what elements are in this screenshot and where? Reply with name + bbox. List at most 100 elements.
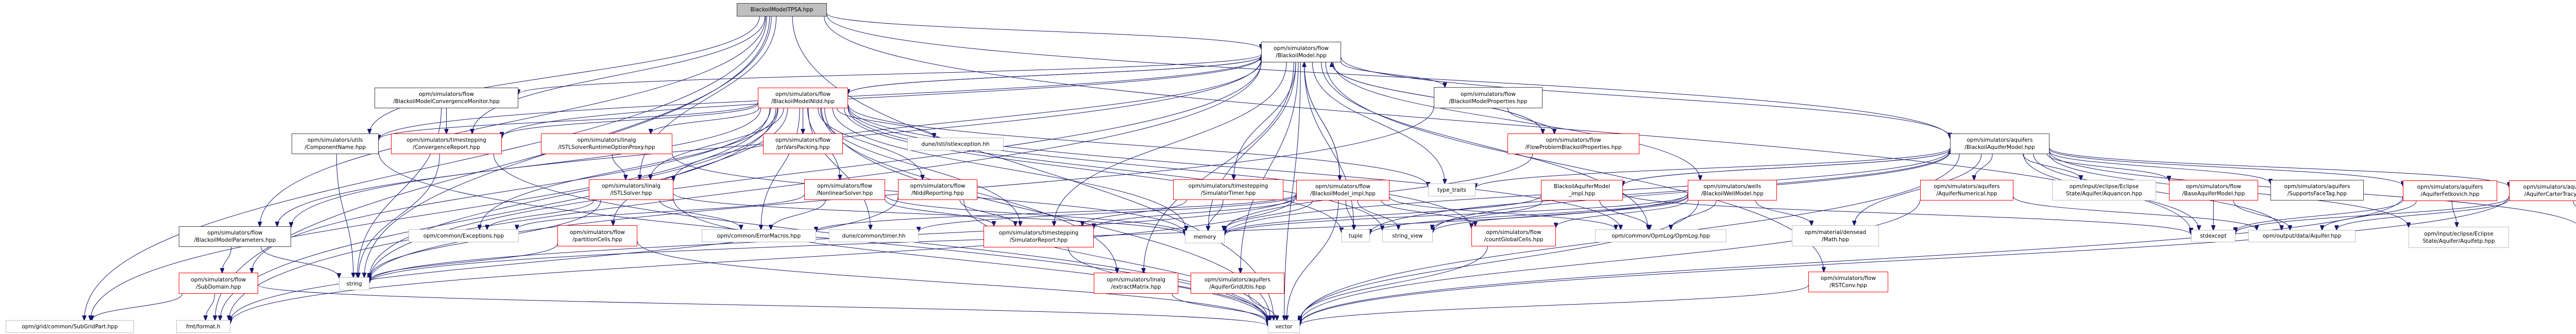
graph-node-simrep[interactable]: opm/simulators/timestepping /SimulatorRe… [984, 226, 1094, 247]
graph-node-label: opm/simulators/aquifers /AquiferNumerica… [1934, 183, 2000, 197]
graph-node-countcells[interactable]: opm/simulators/flow /countGlobalCells.hp… [1471, 226, 1556, 246]
graph-edge-bm-to-extract [1144, 62, 1294, 273]
graph-node-istlproxy[interactable]: opm/simulators/linalg /ISTLSolverRuntime… [541, 133, 672, 154]
graph-edge-nldd-to-nlddrep [818, 108, 923, 179]
graph-edge-bm-to-fmt [229, 62, 1262, 320]
graph-edge-wellmodel-to-stringview [1433, 196, 1688, 232]
graph-edge-nldd-to-bmparams [277, 108, 761, 226]
graph-node-facetag[interactable]: opm/simulators/aquifers /SupportsFaceTag… [2270, 180, 2364, 201]
graph-node-bmimpl[interactable]: opm/simulators/flow /BlackoilModel_impl.… [1296, 180, 1389, 201]
graph-node-nldd[interactable]: opm/simulators/flow /BlackoilModelNldd.h… [758, 88, 848, 108]
graph-edge-wellmodel-to-math [1755, 200, 1811, 225]
graph-node-label: tuple [1349, 232, 1363, 239]
graph-edge-bm-to-memory [1208, 62, 1296, 230]
graph-edge-partcells-to-vector [637, 241, 1268, 325]
graph-node-subgrid: opm/grid/common/SubGridPart.hpp [6, 320, 134, 333]
graph-node-compname[interactable]: opm/simulators/utils /ComponentName.hpp [292, 133, 379, 154]
graph-edge-nldd-to-simrep [820, 108, 1021, 226]
graph-node-gridutils[interactable]: opm/simulators/aquifers /AquiferGridUtil… [1191, 273, 1284, 294]
graph-node-convmon[interactable]: opm/simulators/flow /BlackoilModelConver… [375, 88, 518, 108]
graph-edge-aqmodel-to-baseaq [2047, 154, 2169, 180]
graph-node-nonlin[interactable]: opm/simulators/flow /NonlinearSolver.hpp [804, 179, 885, 200]
graph-node-fetkovich[interactable]: opm/simulators/aquifers /AquiferFetkovic… [2403, 180, 2497, 201]
graph-edge-wellmodel-to-memory [1225, 194, 1688, 235]
graph-edge-subdomain-to-subgrid [92, 293, 183, 320]
graph-node-label: opm/common/OpmLog/OpmLog.hpp [1612, 232, 1710, 239]
graph-node-bmprops[interactable]: opm/simulators/flow /BlackoilModelProper… [1434, 87, 1543, 108]
graph-edge-tpsa-to-convrep [472, 16, 766, 133]
graph-node-cartertracy[interactable]: opm/simulators/aquifers /AquiferCarterTr… [2509, 180, 2576, 201]
graph-node-memory: memory [1185, 230, 1225, 243]
graph-edge-nldd-to-exceptions [480, 108, 778, 229]
graph-node-tpsa[interactable]: BlackoilModelTPSA.hpp [737, 3, 827, 16]
graph-edge-nldd-to-convrep [502, 104, 758, 137]
graph-edge-nldd-to-subgrid [91, 108, 770, 320]
graph-edge-nldd-to-opmlog [848, 105, 1621, 229]
graph-node-bm[interactable]: opm/simulators/flow /BlackoilModel.hpp [1261, 42, 1341, 62]
graph-edge-aqmodel-to-aqnum [1974, 154, 1993, 180]
graph-edge-subdomain-to-vector [258, 285, 1268, 326]
graph-node-aqimpl[interactable]: BlackoilAquiferModel _impl.hpp [1541, 180, 1623, 201]
graph-edge-gridutils-to-vector [1248, 293, 1277, 320]
graph-edge-extract-to-vector [1172, 293, 1268, 322]
graph-edge-nldd-to-errmacros [761, 108, 800, 229]
graph-edge-wellmodel-to-countcells [1556, 199, 1688, 227]
graph-node-simtimer[interactable]: opm/simulators/timestepping /SimulatorTi… [1173, 179, 1283, 200]
graph-edge-nldd-to-istl [650, 108, 784, 179]
graph-edge-bmimpl-to-memory [1224, 200, 1313, 230]
graph-node-label: fmt/format.h [186, 323, 221, 330]
graph-node-label: vector [1275, 323, 1293, 330]
graph-node-label: opm/simulators/aquifers /BlackoilAquifer… [1964, 137, 2035, 151]
graph-edge-wellmodel-to-opmlog [1671, 200, 1717, 229]
graph-node-stdexcept: stdexcept [2191, 230, 2235, 242]
graph-node-label: dune/common/timer.hh [842, 232, 906, 239]
graph-node-aqmodel[interactable]: opm/simulators/aquifers /BlackoilAquifer… [1950, 133, 2049, 154]
graph-edge-bm-to-typetraits [1312, 62, 1445, 183]
graph-edge-istl-to-vector [673, 198, 1268, 323]
graph-edge-baseaq-to-dataaq [2233, 200, 2290, 230]
graph-node-bmparams[interactable]: opm/simulators/flow /BlackoilModelParame… [179, 226, 291, 247]
graph-edge-nlddrep-to-vector [963, 199, 1268, 320]
graph-edge-aqimpl-to-stdexcept [1622, 193, 2191, 235]
graph-edge-nldd-to-istlproxy [651, 108, 759, 133]
graph-node-aqnum[interactable]: opm/simulators/aquifers /AquiferNumerica… [1920, 180, 2013, 201]
graph-node-label: opm/simulators/wells /BlackoilWellModel.… [1701, 183, 1764, 197]
graph-edge-aqmodel-to-math [1854, 154, 1982, 225]
graph-node-convrep[interactable]: opm/simulators/timestepping /Convergence… [391, 133, 502, 154]
graph-node-label: BlackoilModelTPSA.hpp [750, 7, 814, 13]
graph-node-nlddrep[interactable]: opm/simulators/flow /NlddReporting.hpp [898, 179, 977, 200]
graph-edge-cartertracy-to-stdexcept [2235, 196, 2510, 233]
graph-node-fpbprops[interactable]: opm/simulators/flow /FlowProblemBlackoil… [1507, 133, 1639, 154]
graph-node-baseaq[interactable]: opm/simulators/flow /BaseAquiferModel.hp… [2169, 180, 2258, 201]
graph-edge-istlproxy-to-istl [612, 154, 625, 179]
graph-node-privars[interactable]: opm/simulators/flow /priVarsPacking.hpp [763, 133, 843, 154]
graph-node-label: opm/simulators/flow /BlackoilModel_impl.… [1310, 183, 1376, 197]
graph-node-label: opm/simulators/utils /ComponentName.hpp [304, 137, 366, 151]
graph-edge-aqnum-to-dataaq [2013, 196, 2257, 230]
graph-node-label: opm/simulators/flow /RSTConv.hpp [1821, 275, 1876, 289]
graph-edge-bm-to-convmon [518, 54, 1262, 94]
graph-edge-nldd-to-partcells [613, 108, 788, 225]
graph-node-rstconv[interactable]: opm/simulators/flow /RSTConv.hpp [1808, 272, 1888, 292]
graph-node-partcells[interactable]: opm/simulators/flow /partitionCells.hpp [557, 225, 637, 246]
graph-edge-bm-to-aqmodel [1341, 57, 1950, 137]
graph-edge-tpsa-to-subgrid [84, 16, 767, 320]
graph-edge-nonlin-to-exceptions [517, 194, 805, 229]
graph-node-label: type_traits [1437, 187, 1467, 193]
graph-edge-cartertracy-to-vector [1300, 195, 2510, 325]
graph-edge-bm-to-wellmodel [1333, 62, 1700, 180]
graph-edge-bm-to-opmlog [1321, 62, 1648, 229]
graph-node-extract[interactable]: opm/simulators/linalg /extractMatrix.hpp [1094, 273, 1178, 294]
graph-node-label: opm/simulators/flow /BlackoilModelParame… [194, 230, 276, 243]
graph-edge-bmimpl-to-stringview [1357, 200, 1398, 229]
graph-node-istl[interactable]: opm/simulators/linalg /ISTLSolver.hpp [589, 179, 673, 200]
graph-node-subdomain[interactable]: opm/simulators/flow /SubDomain.hpp [179, 273, 258, 294]
graph-node-aquifetp: opm/input/eclipse/Eclipse State/Aquifer/… [2409, 227, 2509, 248]
graph-edge-nonlin-to-simrep [885, 199, 994, 226]
graph-node-string: string [339, 277, 369, 290]
graph-node-wellmodel[interactable]: opm/simulators/wells /BlackoilWellModel.… [1688, 180, 1777, 201]
graph-edge-bm-to-simrep [1054, 62, 1287, 226]
graph-edge-partcells-to-string [369, 243, 558, 281]
graph-edge-istl-to-exceptions [487, 199, 594, 229]
graph-node-label: opm/simulators/timestepping /SimulatorTi… [1188, 183, 1268, 196]
